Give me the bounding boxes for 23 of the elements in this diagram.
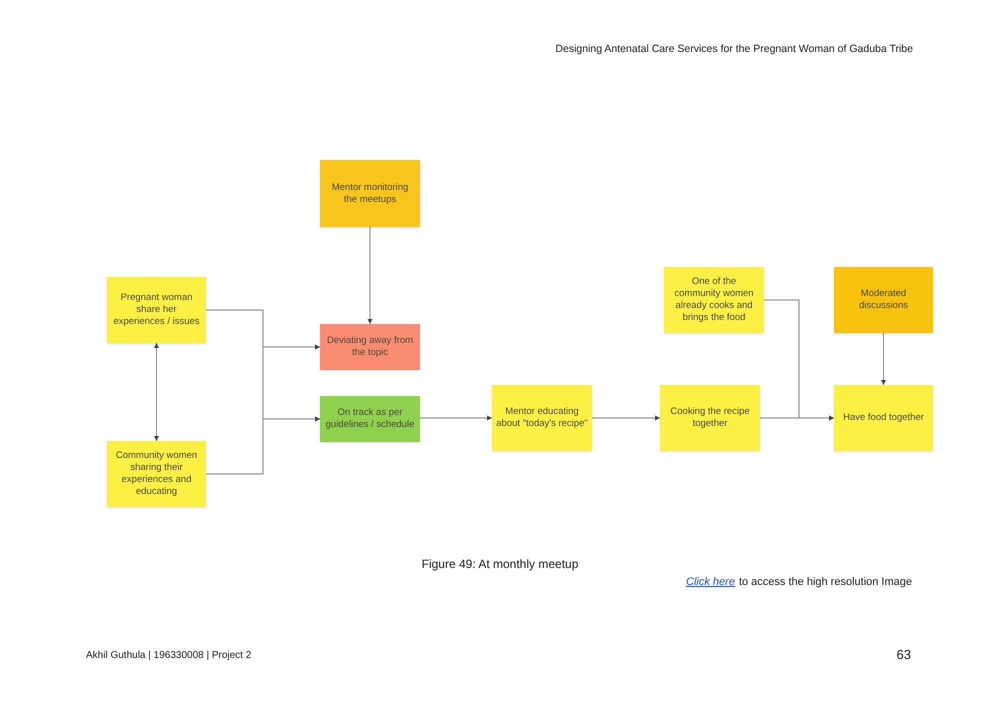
connector-arrow — [764, 300, 834, 420]
connector-arrow — [881, 332, 886, 386]
sticky-note: Mentor educating about "today's recipe" — [492, 385, 592, 451]
sticky-note: Deviating away from the topic — [320, 324, 420, 370]
figure-caption: Figure 49: At monthly meetup — [420, 556, 580, 573]
connector-arrow — [592, 416, 660, 420]
connector-arrow — [206, 416, 320, 474]
sticky-note: Have food together — [834, 385, 933, 451]
page-header: Designing Antenatal Care Services for the Pregnant Woman of Gaduba Tribe — [555, 42, 913, 57]
page-footer: Akhil Guthula | 196330008 | Project 2 — [86, 648, 252, 663]
link-note: to access the high resolution Image — [738, 575, 912, 590]
link: Click here — [686, 575, 735, 590]
sticky-note: On track as per guidelines / schedule — [320, 396, 420, 442]
sticky-note: One of the community women already cooks and brings the food — [664, 267, 764, 333]
sticky-note: Moderated discussions — [834, 267, 933, 333]
sticky-note: Mentor monitoring the meetups — [320, 160, 420, 227]
sticky-note: Community women sharing their experiences and educating — [107, 441, 206, 507]
connector-arrow — [420, 416, 492, 420]
sticky-note: Pregnant woman share her experiences / issues — [107, 277, 206, 343]
connector-arrow — [154, 342, 159, 442]
page-number: 63 — [896, 646, 911, 664]
sticky-note: Cooking the recipe together — [660, 385, 760, 451]
connector-arrow — [368, 226, 372, 324]
